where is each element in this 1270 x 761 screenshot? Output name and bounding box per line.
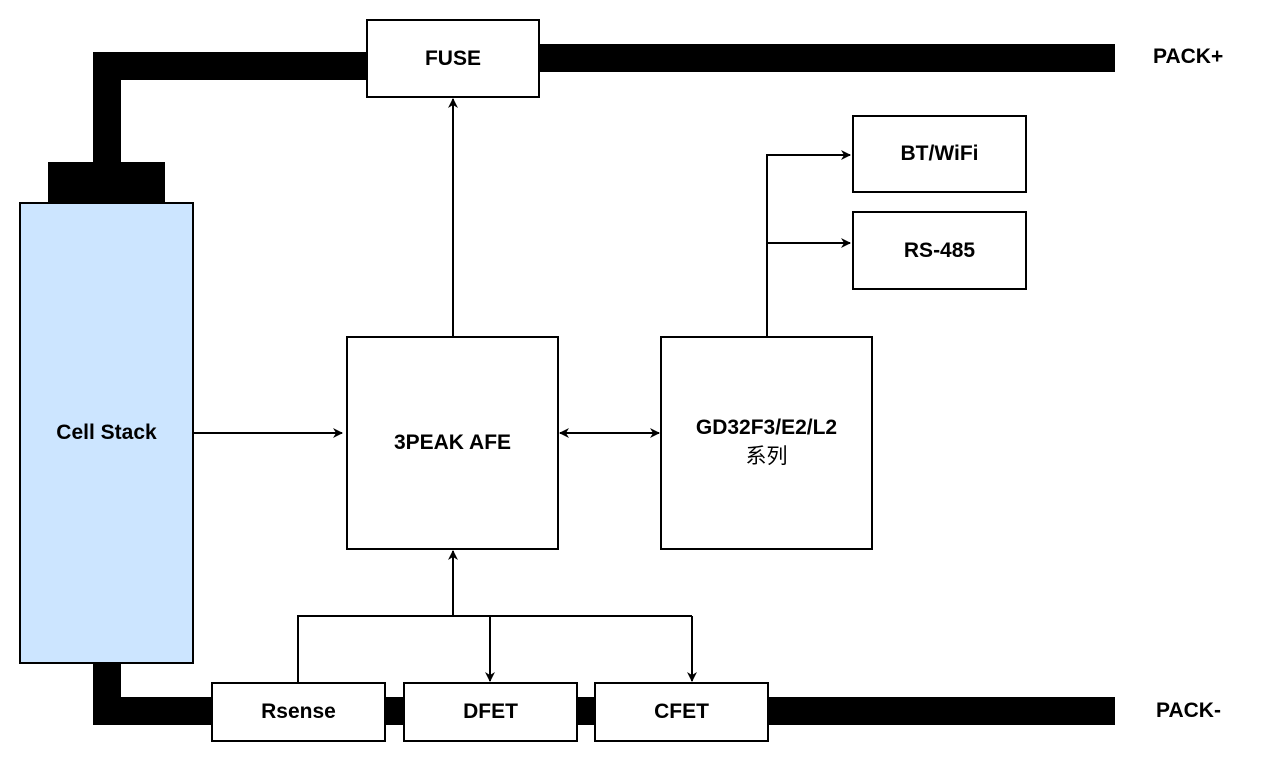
afe-label: 3PEAK AFE <box>393 431 512 454</box>
afe-block: 3PEAK AFE <box>346 336 559 550</box>
line-rsense-bus <box>297 615 692 683</box>
mcu-label: GD32F3/E2/L2 <box>695 416 838 439</box>
cell-stack-terminal <box>48 162 165 204</box>
rs485-block: RS-485 <box>852 211 1027 290</box>
bt-wifi-block: BT/WiFi <box>852 115 1027 193</box>
arrow-mcu-to-bt-wifi <box>766 150 851 337</box>
cell-stack-block: Cell Stack <box>19 202 194 664</box>
power-bus-positive <box>93 52 367 180</box>
fuse-block: FUSE <box>366 19 540 98</box>
mcu-sublabel: 系列 <box>745 445 788 468</box>
cell-stack-label: Cell Stack <box>56 421 157 444</box>
cfet-label: CFET <box>654 700 709 723</box>
pack-minus-label: PACK- <box>1156 699 1221 722</box>
bt-wifi-label: BT/WiFi <box>900 142 979 165</box>
pack-plus-label: PACK+ <box>1153 45 1224 68</box>
power-bus-negative <box>93 662 212 725</box>
dfet-label: DFET <box>463 700 518 723</box>
mcu-block: GD32F3/E2/L2 系列 <box>660 336 873 550</box>
rsense-block: Rsense <box>211 682 386 742</box>
fuse-label: FUSE <box>424 46 481 70</box>
rs485-label: RS-485 <box>903 238 976 262</box>
dfet-block: DFET <box>403 682 578 742</box>
rsense-label: Rsense <box>261 700 336 723</box>
cfet-block: CFET <box>594 682 769 742</box>
